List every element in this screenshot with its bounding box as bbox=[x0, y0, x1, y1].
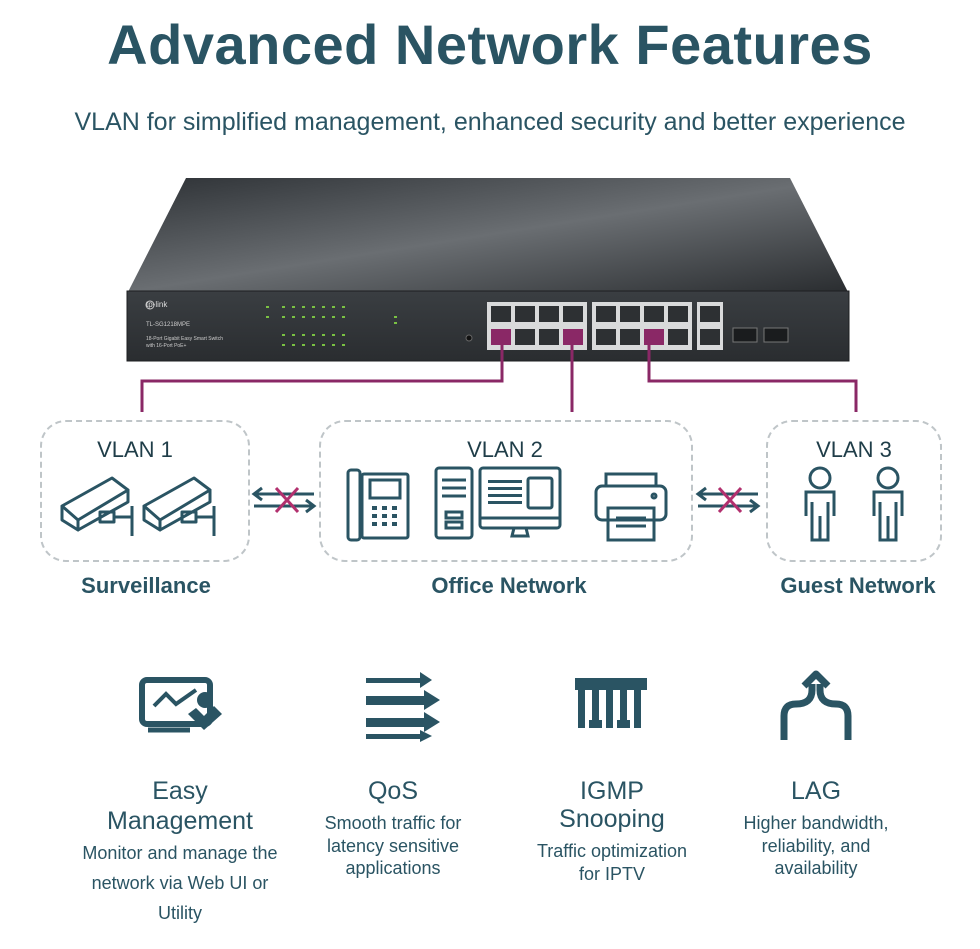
monitor-text-lines-icon bbox=[488, 480, 522, 504]
feature-easy-desc-2: network via Web UI or bbox=[91, 873, 269, 893]
person-icon bbox=[872, 466, 904, 542]
vlan2-label: VLAN 2 bbox=[467, 437, 543, 462]
phone-keypad-icon bbox=[372, 506, 397, 526]
page-title: Advanced Network Features bbox=[107, 13, 873, 76]
feature-lag-desc-2: reliability, and bbox=[761, 836, 871, 856]
link-aggregation-icon bbox=[780, 670, 852, 740]
feature-easy-title-1: Easy bbox=[152, 777, 208, 805]
vlan3-box bbox=[766, 420, 942, 562]
feature-lag-desc-3: availability bbox=[774, 858, 858, 878]
feature-igmp-desc-2: for IPTV bbox=[578, 864, 645, 884]
feature-igmp-title-1: IGMP bbox=[580, 777, 644, 805]
page-subtitle: VLAN for simplified management, enhanced… bbox=[74, 108, 906, 136]
description-line2: with 16-Port PoE+ bbox=[146, 343, 187, 349]
feature-igmp-desc-1: Traffic optimization bbox=[536, 841, 688, 861]
feature-qos-title: QoS bbox=[367, 777, 419, 805]
monitor-check-icon bbox=[139, 677, 222, 733]
description-line1: 18-Port Gigabit Easy Smart Switch bbox=[146, 336, 223, 342]
surveillance-label: Surveillance bbox=[81, 573, 211, 598]
feature-lag-title: LAG bbox=[790, 777, 842, 805]
feature-qos-desc-3: applications bbox=[345, 858, 441, 878]
vlan-links bbox=[140, 345, 858, 412]
led-panel bbox=[266, 306, 397, 346]
feature-qos-desc-1: Smooth traffic for bbox=[324, 813, 462, 833]
feature-easy-desc-3: Utility bbox=[158, 903, 202, 923]
person-icon bbox=[804, 466, 836, 542]
office-network-label: Office Network bbox=[431, 573, 587, 598]
model-label: TL-SG1218MPE bbox=[146, 322, 191, 328]
arrows-right-icon bbox=[366, 672, 440, 742]
camera-icon bbox=[142, 476, 216, 536]
feature-igmp-title-2: Snooping bbox=[559, 805, 665, 833]
vlan1-label: VLAN 1 bbox=[97, 437, 173, 462]
brand-logo: tp-link bbox=[146, 300, 168, 309]
feature-easy-title-2: Management bbox=[107, 807, 253, 835]
phone-icon bbox=[346, 468, 410, 542]
blocked-traffic-icon bbox=[251, 486, 317, 514]
desktop-computer-icon bbox=[434, 466, 562, 540]
feature-easy-desc-1: Monitor and manage the bbox=[82, 843, 278, 863]
rj45-ports bbox=[487, 302, 789, 350]
vlan3-label: VLAN 3 bbox=[816, 437, 892, 462]
blocked-traffic-icon bbox=[695, 486, 761, 514]
multicast-icon bbox=[575, 678, 647, 728]
camera-icon bbox=[60, 476, 134, 536]
guest-network-label: Guest Network bbox=[780, 573, 936, 598]
vlan1-box bbox=[40, 420, 250, 562]
switch-top bbox=[128, 178, 848, 292]
feature-lag-desc-1: Higher bandwidth, bbox=[743, 813, 889, 833]
printer-icon bbox=[594, 472, 668, 542]
vlan2-box bbox=[319, 420, 693, 562]
feature-qos-desc-2: latency sensitive bbox=[326, 836, 460, 856]
